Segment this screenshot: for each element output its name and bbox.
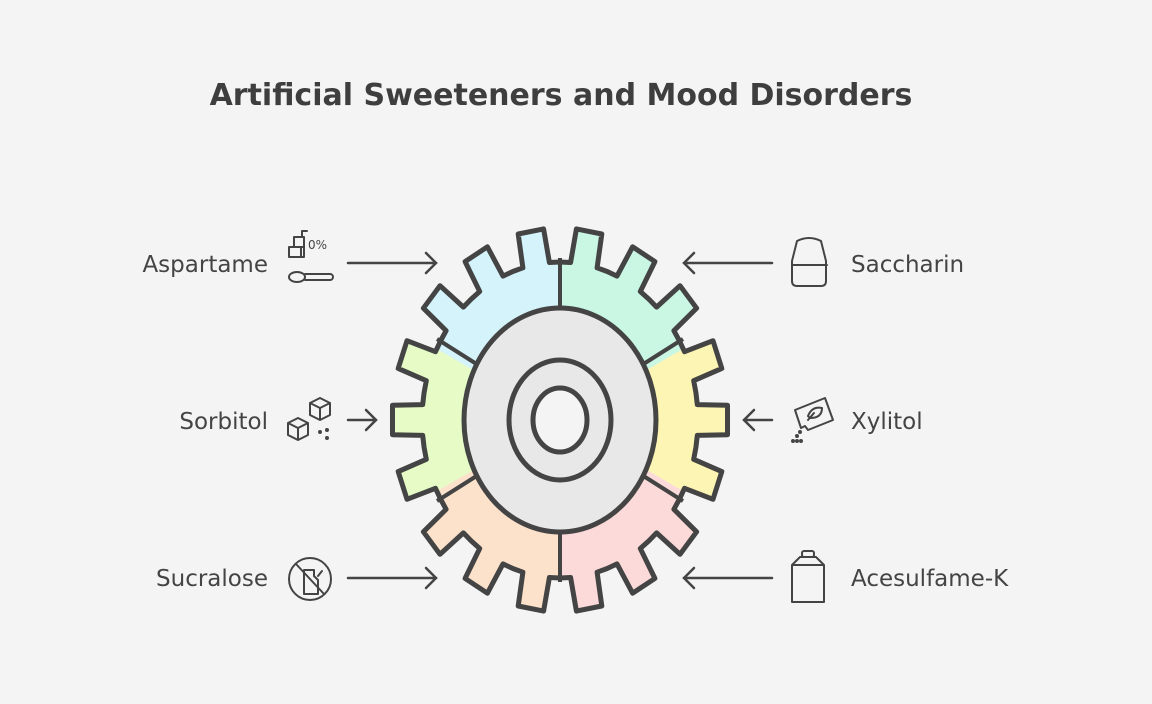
label-sorbitol: Sorbitol <box>179 409 268 435</box>
label-sucralose: Sucralose <box>156 566 268 592</box>
gear-divider <box>435 337 484 370</box>
sugar-cubes-spoon-icon: 0% <box>288 230 334 283</box>
gear-divider <box>636 337 685 370</box>
label-xylitol: Xylitol <box>851 409 923 435</box>
milk-can-icon <box>791 550 825 603</box>
diagram-title: Artificial Sweeteners and Mood Disorders <box>209 78 913 113</box>
label-saccharin: Saccharin <box>851 252 965 278</box>
sugar-cubes-icon <box>287 397 331 441</box>
label-aspartame: Aspartame <box>142 252 268 278</box>
gear-sector-xylitol <box>560 290 728 550</box>
arrow-aspartame <box>346 251 438 275</box>
arrow-xylitol <box>742 408 774 432</box>
arrow-saccharin <box>682 251 774 275</box>
gear-center-hole <box>530 385 590 455</box>
label-acesulfame-k: Acesulfame-K <box>851 566 1009 592</box>
arrow-sucralose <box>346 566 438 590</box>
arrow-sorbitol <box>346 408 378 432</box>
sweetener-packet-icon <box>791 397 834 443</box>
arrow-acesulfame-k <box>682 566 774 590</box>
gear-sector-sorbitol <box>392 290 560 550</box>
gear-outline <box>390 226 730 614</box>
gear-divider <box>636 470 685 503</box>
gear-divider <box>435 470 484 503</box>
svg-text:0%: 0% <box>308 238 327 252</box>
no-sugar-icon <box>288 557 332 601</box>
jar-icon <box>791 237 828 287</box>
